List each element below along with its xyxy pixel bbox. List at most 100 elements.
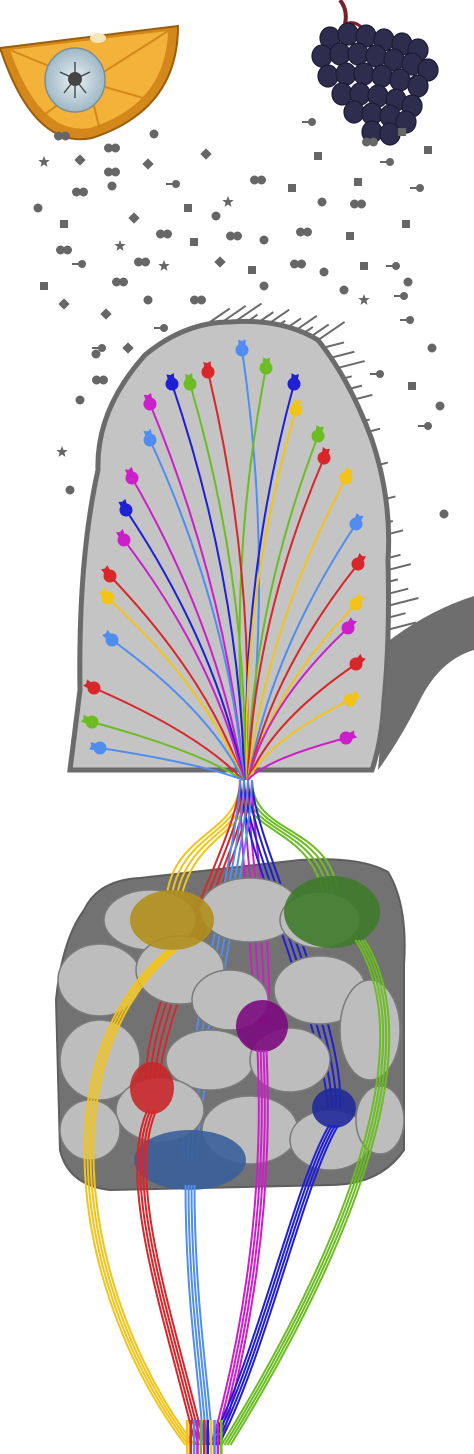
dendrite: [247, 737, 347, 781]
odorant-molecule-icon: [370, 370, 384, 378]
olfactory-receptor-neuron-icon: [343, 690, 361, 707]
olfactory-receptor-neuron-icon: [349, 593, 365, 611]
olfactory-receptor-neuron-icon: [118, 498, 133, 517]
odorant-molecule-icon: [104, 143, 120, 153]
odorant-molecule-icon: [424, 146, 432, 154]
dendrite: [99, 747, 244, 781]
output-axon: [220, 939, 382, 1446]
dendrite: [93, 687, 244, 781]
output-axon: [217, 1124, 340, 1446]
target-glomerulus: [284, 876, 380, 948]
output-axon: [136, 1109, 197, 1446]
target-glomerulus: [130, 1062, 174, 1114]
output-axon: [229, 939, 391, 1446]
odorant-molecule-icon: [354, 178, 362, 186]
dendrite: [189, 383, 247, 781]
olfactory-receptor-neuron-icon: [351, 553, 367, 571]
output-axon: [184, 1184, 205, 1446]
odorant-molecule-icon: [54, 131, 70, 141]
odorant-molecule-icon: [38, 156, 50, 167]
olfactory-receptor-neuron-icon: [317, 446, 331, 465]
output-axon: [145, 1109, 206, 1446]
odorant-molecule-icon: [362, 137, 378, 147]
odorant-molecule-icon: [56, 446, 68, 457]
output-axon: [226, 939, 388, 1446]
odorant-molecule-icon: [288, 184, 296, 192]
olfactory-receptor-neuron-icon: [311, 425, 325, 443]
grape: [379, 122, 401, 146]
bundle-fiber: [206, 1420, 209, 1454]
odorant-molecule-icon: [190, 295, 206, 305]
dendrite: [247, 477, 347, 781]
output-axon: [210, 1049, 260, 1446]
olfactory-receptor-neuron-icon: [339, 466, 353, 485]
odorant-molecule-icon: [358, 294, 370, 305]
odorant-molecule-icon: [222, 196, 234, 207]
output-bundle: [83, 939, 391, 1454]
odorant-molecule-icon: [290, 259, 306, 269]
odorant-molecule-icon: [56, 245, 72, 255]
odorant-molecule-icon: [350, 199, 366, 209]
odorant-molecule-icon: [92, 375, 108, 385]
odorant-molecule-icon: [214, 256, 226, 268]
odorant-molecule-icon: [156, 229, 172, 239]
olfactory-receptor-neuron-icon: [201, 361, 215, 379]
odorant-molecule-icon: [402, 220, 410, 228]
olfactory-receptor-neuron-icon: [102, 629, 119, 647]
olfactory-receptor-neuron-icon: [115, 528, 131, 547]
bundle-fiber: [203, 1420, 206, 1454]
grape: [371, 64, 393, 88]
grape: [337, 22, 359, 46]
odorant-molecule-icon: [72, 260, 86, 268]
output-axon: [187, 1184, 208, 1446]
odorant-molecule-icon: [200, 148, 212, 160]
odorant-molecule-icon: [75, 395, 85, 405]
bundle-fiber: [189, 1420, 192, 1454]
odorant-molecule-icon: [74, 154, 86, 166]
dendrite: [111, 639, 245, 781]
target-glomerulus: [312, 1088, 356, 1128]
olfactory-receptor-neuron-icon: [165, 373, 179, 391]
odorant-molecule-icon: [398, 128, 406, 136]
target-glomerulus: [134, 1130, 246, 1190]
dendrite: [123, 539, 245, 781]
dendrite: [247, 627, 349, 781]
odorant-molecule-icon: [317, 197, 327, 207]
odorant-molecule-icon: [226, 231, 242, 241]
dendrite: [149, 439, 246, 781]
output-axon: [190, 1184, 211, 1446]
grape-bunch-icon: [311, 0, 439, 146]
dendrite: [245, 409, 297, 781]
odorant-molecule-icon: [190, 238, 198, 246]
olfactory-receptor-neuron-icon: [124, 466, 139, 485]
output-axon: [86, 949, 190, 1446]
odorant-molecule-icon: [134, 257, 150, 267]
odorant-molecule-icon: [184, 204, 192, 212]
olfactory-receptor-neuron-icon: [349, 512, 364, 531]
dendrite: [91, 721, 244, 781]
output-axon: [214, 1124, 337, 1446]
odorant-molecule-icon: [439, 509, 449, 519]
dendrite: [131, 477, 245, 781]
bundle-fiber: [213, 1420, 216, 1454]
target-glomerulus: [130, 890, 214, 950]
odorant-molecule-icon: [72, 187, 88, 197]
olfactory-receptor-neuron-icon: [143, 428, 157, 447]
orange-slice-icon: [0, 24, 180, 141]
grape: [331, 82, 353, 106]
dendrite: [109, 575, 245, 781]
dendrite: [246, 435, 319, 781]
olfactory-receptor-neuron-icon: [143, 392, 157, 411]
bundle-fiber: [196, 1420, 199, 1454]
odorant-molecule-icon: [60, 220, 68, 228]
olfactory-receptor-neuron-icon: [289, 399, 303, 417]
odorant-molecule-icon: [259, 235, 269, 245]
odorant-molecule-icon: [114, 240, 126, 251]
odorant-molecule-icon: [418, 422, 432, 430]
odorant-molecule-icon: [142, 158, 154, 170]
odorant-molecule-icon: [435, 401, 445, 411]
odorant-molecule-icon: [91, 349, 101, 359]
odorant-molecule-icon: [296, 227, 312, 237]
grape: [311, 44, 333, 68]
